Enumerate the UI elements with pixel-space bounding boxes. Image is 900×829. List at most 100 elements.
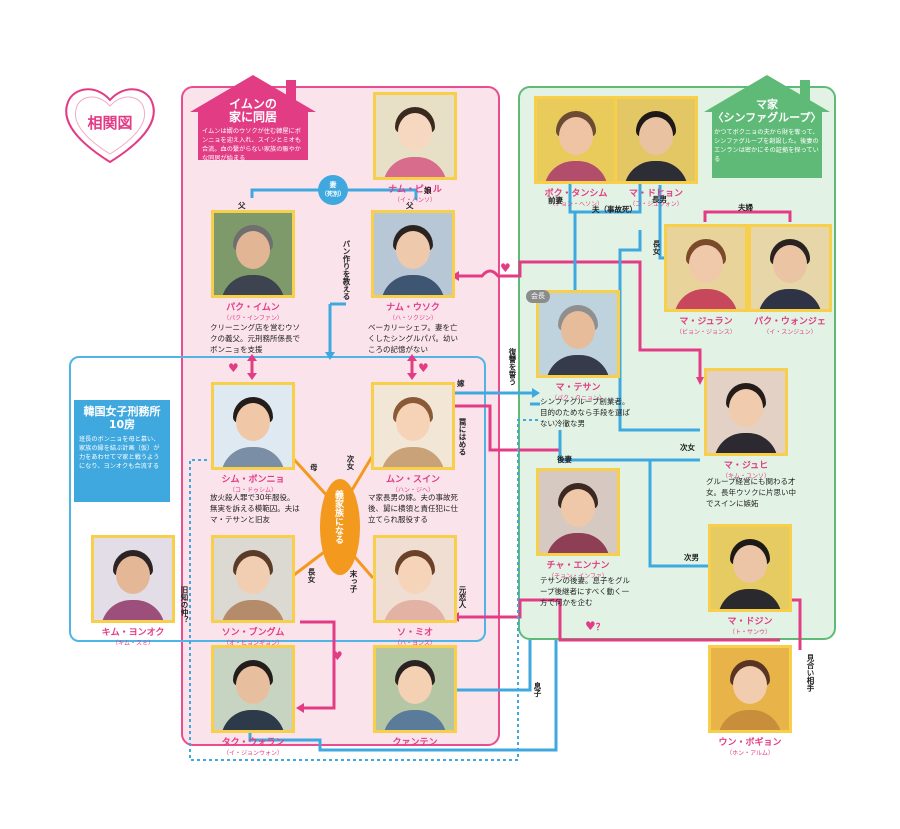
actor-kim-yonok: （キム・スミ） bbox=[111, 640, 154, 647]
photo-nam-usok bbox=[371, 210, 455, 298]
desc-ma-juhi: グループ経営にも関わる才女。長年ウソクに片思い中でスインに嫉妬 bbox=[706, 477, 796, 508]
gikazoku-ellipse bbox=[320, 479, 360, 575]
heart-icon: ♥ bbox=[332, 649, 343, 663]
card-nam-pyol[interactable]: ナム・ピョル （イ・ハンソ） bbox=[371, 92, 459, 204]
prison-zone bbox=[69, 356, 486, 642]
actor-park-wonje: （イ・スンジュン） bbox=[763, 329, 817, 336]
name-son-bungum: ソン・ブングム bbox=[221, 628, 285, 638]
label-son: 息子 bbox=[533, 682, 542, 697]
actor-ma-tesan: （パク・クニョン） bbox=[551, 395, 605, 402]
name-ma-tesan: マ・テサン bbox=[555, 383, 601, 393]
photo-bok-tansim bbox=[534, 96, 618, 184]
name-sim-bonnyo: シム・ボンニョ bbox=[221, 475, 285, 485]
card-kuantn[interactable]: クァンテン bbox=[371, 645, 459, 748]
photo-sim-bonnyo bbox=[211, 382, 295, 470]
actor-ma-dojin: （ト・サンウ） bbox=[728, 629, 771, 636]
actor-nam-pyol: （イ・ハンソ） bbox=[393, 197, 436, 204]
actor-sim-bonnyo: （コ・ドゥシム） bbox=[228, 487, 277, 494]
photo-ma-juran bbox=[664, 224, 748, 312]
card-ma-dohyon[interactable]: マ・ドヒョン （コ・ジュウォン） bbox=[612, 96, 700, 208]
name-ma-juran: マ・ジュラン bbox=[679, 317, 733, 327]
name-kuantn: クァンテン bbox=[392, 738, 438, 748]
prison-title: 韓国女子刑務所 bbox=[83, 405, 161, 418]
photo-mun-suin bbox=[371, 382, 455, 470]
card-park-wonje[interactable]: パク・ウォンジェ （イ・スンジュン） bbox=[746, 224, 834, 336]
card-ma-juran[interactable]: マ・ジュラン （ビョン・ジョンス） bbox=[662, 224, 750, 336]
card-nam-usok[interactable]: ナム・ウソク （ハ・ソクジン） bbox=[369, 210, 457, 322]
card-park-imun[interactable]: パク・イムン （パク・インファン） bbox=[209, 210, 297, 322]
name-ma-juhi: マ・ジュヒ bbox=[723, 461, 769, 471]
prison-label-box: 韓国女子刑務所 10房 班長のボンニョを母と慕い、家族の縁を結ぶ計画（仮）が力を… bbox=[74, 400, 170, 502]
name-nam-pyol: ナム・ピョル bbox=[388, 185, 442, 195]
chairman-badge: 会長 bbox=[526, 290, 550, 303]
photo-un-bogyon bbox=[708, 645, 792, 733]
label-ex-lover: 元恋人 bbox=[458, 586, 467, 609]
ma-house-title: マ家 〈シンファグループ〉 bbox=[712, 98, 822, 124]
actor-park-imun: （パク・インファン） bbox=[223, 315, 283, 322]
card-bok-tansim[interactable]: ボク・タンシム （チョン・ヘソン） bbox=[532, 96, 620, 208]
imun-house-desc: イムンは婿のウソクが住む韓屋にボンニョを迎え入れ、スインとミオも合流。血の繋がら… bbox=[202, 128, 302, 162]
actor-ma-dohyon: （コ・ジュウォン） bbox=[629, 201, 683, 208]
actor-so-mio: （ハ・ヨンス） bbox=[394, 640, 436, 647]
photo-so-mio bbox=[373, 535, 457, 623]
actor-un-bogyon: （ホン・アルム） bbox=[726, 750, 774, 757]
card-ma-tesan[interactable]: マ・テサン （パク・クニョン） bbox=[534, 290, 622, 402]
photo-park-wonje bbox=[748, 224, 832, 312]
label-youngest: 末っ子 bbox=[349, 570, 358, 593]
label-former-wife: 前妻 bbox=[548, 196, 563, 205]
card-so-mio[interactable]: ソ・ミオ （ハ・ヨンス） bbox=[371, 535, 459, 647]
label-couple: 夫婦 bbox=[738, 203, 753, 212]
card-ma-dojin[interactable]: マ・ドジン （ト・サンウ） bbox=[706, 524, 794, 636]
name-kim-yonok: キム・ヨンオク bbox=[101, 628, 165, 638]
prison-desc: 班長のボンニョを母と慕い、家族の縁を結ぶ計画（仮）が力をあわせてマ家と戦うように… bbox=[79, 436, 160, 470]
name-cha-ennan: チャ・エンナン bbox=[546, 561, 610, 571]
label-second-daughter: 次女 bbox=[346, 455, 355, 470]
photo-cha-ennan bbox=[536, 468, 620, 556]
actor-nam-usok: （ハ・ソクジン） bbox=[388, 315, 437, 322]
ma-house-desc: かつてボクニョの夫から財を奪って、シンファグループを創設した。後妻のエンランは密… bbox=[714, 129, 819, 163]
heart-icon: ♥ bbox=[228, 361, 239, 375]
label-bread-teaching: パン作りを教える bbox=[342, 240, 351, 300]
label-eldest-son: 長男 bbox=[652, 195, 667, 204]
actor-son-bungum: （オ・ヒョンギョン） bbox=[222, 640, 283, 647]
card-tak-woran[interactable]: タク・ウォラン （イ・ジョンウォン） bbox=[209, 645, 297, 757]
label-second-daughter-ma: 次女 bbox=[680, 443, 695, 452]
label-daughter-in-law: 嫁 bbox=[457, 379, 465, 388]
desc-cha-ennan: テサンの後妻。息子をグループ後継者にすべく動く一方で何かを企む bbox=[540, 576, 630, 607]
card-sim-bonnyo[interactable]: シム・ボンニョ （コ・ドゥシム） bbox=[209, 382, 297, 494]
actor-ma-juhi: （キム・ユンソ） bbox=[721, 473, 770, 480]
card-kim-yonok[interactable]: キム・ヨンオク （キム・スミ） bbox=[89, 535, 177, 647]
deceased-spouse-label: 妻 （死別） bbox=[320, 181, 345, 198]
actor-bok-tansim: （チョン・ヘソン） bbox=[548, 201, 603, 208]
name-un-bogyon: ウン・ボギョン bbox=[718, 738, 782, 748]
card-cha-ennan[interactable]: チャ・エンナン （チョン・インファ） bbox=[534, 468, 622, 580]
label-daughter: 娘 bbox=[424, 186, 432, 195]
label-eldest-daughter: 長女 bbox=[307, 568, 316, 583]
label-marriage-candidate: 見合い相手 bbox=[806, 654, 815, 692]
heart-question-icon: ♥？ bbox=[585, 619, 605, 633]
photo-ma-juhi bbox=[704, 368, 788, 456]
photo-kuantn bbox=[373, 645, 457, 733]
title-heart-badge bbox=[65, 88, 155, 164]
imun-house-title: イムンの 家に同居 bbox=[228, 97, 277, 124]
name-ma-dojin: マ・ドジン bbox=[727, 617, 773, 627]
name-mun-suin: ムン・スイン bbox=[385, 475, 440, 485]
actor-ma-juran: （ビョン・ジョンス） bbox=[676, 329, 736, 336]
desc-nam-usok: ベーカリーシェフ。妻を亡くしたシングルパパ。幼いころの記憶がない bbox=[368, 323, 458, 354]
card-ma-juhi[interactable]: マ・ジュヒ （キム・ユンソ） bbox=[702, 368, 790, 480]
card-son-bungum[interactable]: ソン・ブングム （オ・ヒョンギョン） bbox=[209, 535, 297, 647]
desc-mun-suin: マ家長男の嫁。夫の事故死後、舅に横領と責任犯に仕立てられ服役する bbox=[368, 493, 458, 524]
name-bok-tansim: ボク・タンシム bbox=[544, 189, 608, 199]
imun-house-icon bbox=[190, 75, 316, 160]
name-ma-dohyon: マ・ドヒョン bbox=[628, 189, 683, 199]
heart-icon: ♥ bbox=[418, 361, 429, 375]
deceased-spouse-badge bbox=[318, 175, 348, 205]
prison-room: 10房 bbox=[108, 418, 136, 431]
card-un-bogyon[interactable]: ウン・ボギョン （ホン・アルム） bbox=[706, 645, 794, 757]
label-revenge: 復讐を誓う bbox=[508, 348, 517, 386]
label-second-son: 次男 bbox=[684, 553, 699, 562]
card-mun-suin[interactable]: ムン・スイン （ハン・ジヘ） bbox=[369, 382, 457, 494]
name-so-mio: ソ・ミオ bbox=[396, 628, 433, 638]
desc-sim-bonnyo: 放火殺人罪で30年服役。無実を訴える模範囚。夫はマ・テサンと旧友 bbox=[210, 493, 300, 524]
label-old-acquaintance: 旧知の仲？ bbox=[180, 586, 189, 624]
